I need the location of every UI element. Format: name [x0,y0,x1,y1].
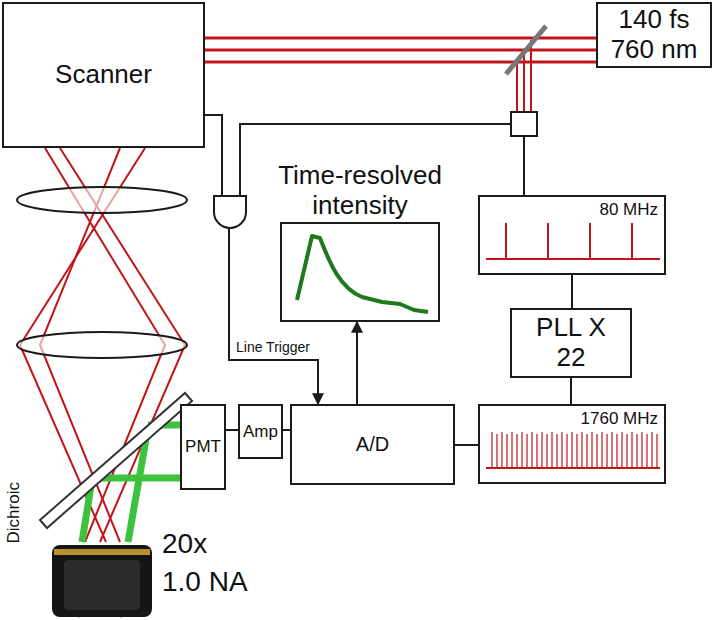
scanner-box: Scanner [2,2,205,148]
signal-label: Line Trigger [234,339,312,355]
scan-beams [20,148,185,617]
pulse [651,432,652,468]
box-label: Scanner [55,60,152,90]
clock-box: 80 MHz [478,195,666,275]
box-label: PMT [185,437,221,457]
box-label: 80 MHz [599,200,658,220]
pulse [589,223,591,259]
box-label: A/D [356,433,389,456]
pulse [526,434,527,468]
pulse [646,434,647,468]
pulse [505,223,507,259]
pulse [656,434,657,468]
objective-lens [52,545,152,617]
pulse [547,223,549,259]
wire [523,136,525,195]
box-label: 1760 MHz [581,409,658,429]
clock-box: 1760 MHz [478,404,666,484]
pulse [611,432,612,468]
amplifier-box: Amp [238,404,283,459]
lens [17,187,187,213]
pulse [631,432,632,468]
beam [530,40,532,112]
pulse [536,434,537,468]
pulse [626,434,627,468]
pulse [586,434,587,468]
adc-box: A/D [290,404,455,485]
pulse [591,432,592,468]
pulse [561,432,562,468]
pulse [571,432,572,468]
pulse [496,434,497,468]
lens [17,332,187,358]
and-gate-symbol [214,196,246,228]
pulse [511,432,512,468]
pulse [516,434,517,468]
laser-beam [205,61,596,64]
pulse [531,432,532,468]
pulse [576,434,577,468]
pulse [506,434,507,468]
pulse [556,434,557,468]
pulse [641,432,642,468]
pulse [551,432,552,468]
display-box: Time-resolved intensity [280,222,440,322]
pulse [616,434,617,468]
connector [356,322,358,404]
part-label: Dichroic [4,463,24,563]
pulse [546,434,547,468]
connector [455,444,478,446]
dichroic-mirror [40,393,192,528]
pulse [606,434,607,468]
objective-body [64,560,140,610]
photodiode [511,112,537,136]
pulse [521,432,522,468]
pulse [596,434,597,468]
aperture-label: 1.0 NA [162,566,248,598]
detector-box: PMT [180,404,226,490]
baseline [486,258,660,260]
box-heading: Time-resolved intensity [254,161,466,221]
connector [205,49,596,52]
pulse [636,434,637,468]
box-label: PLL X 22 [532,313,610,373]
objective-ring [54,549,150,555]
pulse [581,432,582,468]
pll-box: PLL X 22 [510,308,632,378]
pulse [631,223,633,259]
pulse [541,432,542,468]
box-label: Amp [243,422,278,442]
pulse [621,432,622,468]
connector [226,429,238,431]
pulse [501,432,502,468]
pickoff-mirror [506,26,546,74]
beam [523,50,525,112]
connector [570,378,572,404]
connector [571,275,573,308]
beam [516,62,518,112]
connector [283,429,290,431]
laser-box: 140 fs 760 nm [596,2,712,68]
pulse [566,434,567,468]
pulse [601,432,602,468]
intensity-trace [297,236,428,312]
box-label: 140 fs 760 nm [604,5,704,65]
magnification-label: 20x [162,528,207,560]
decay-curve [282,224,438,320]
pulse [491,432,492,468]
